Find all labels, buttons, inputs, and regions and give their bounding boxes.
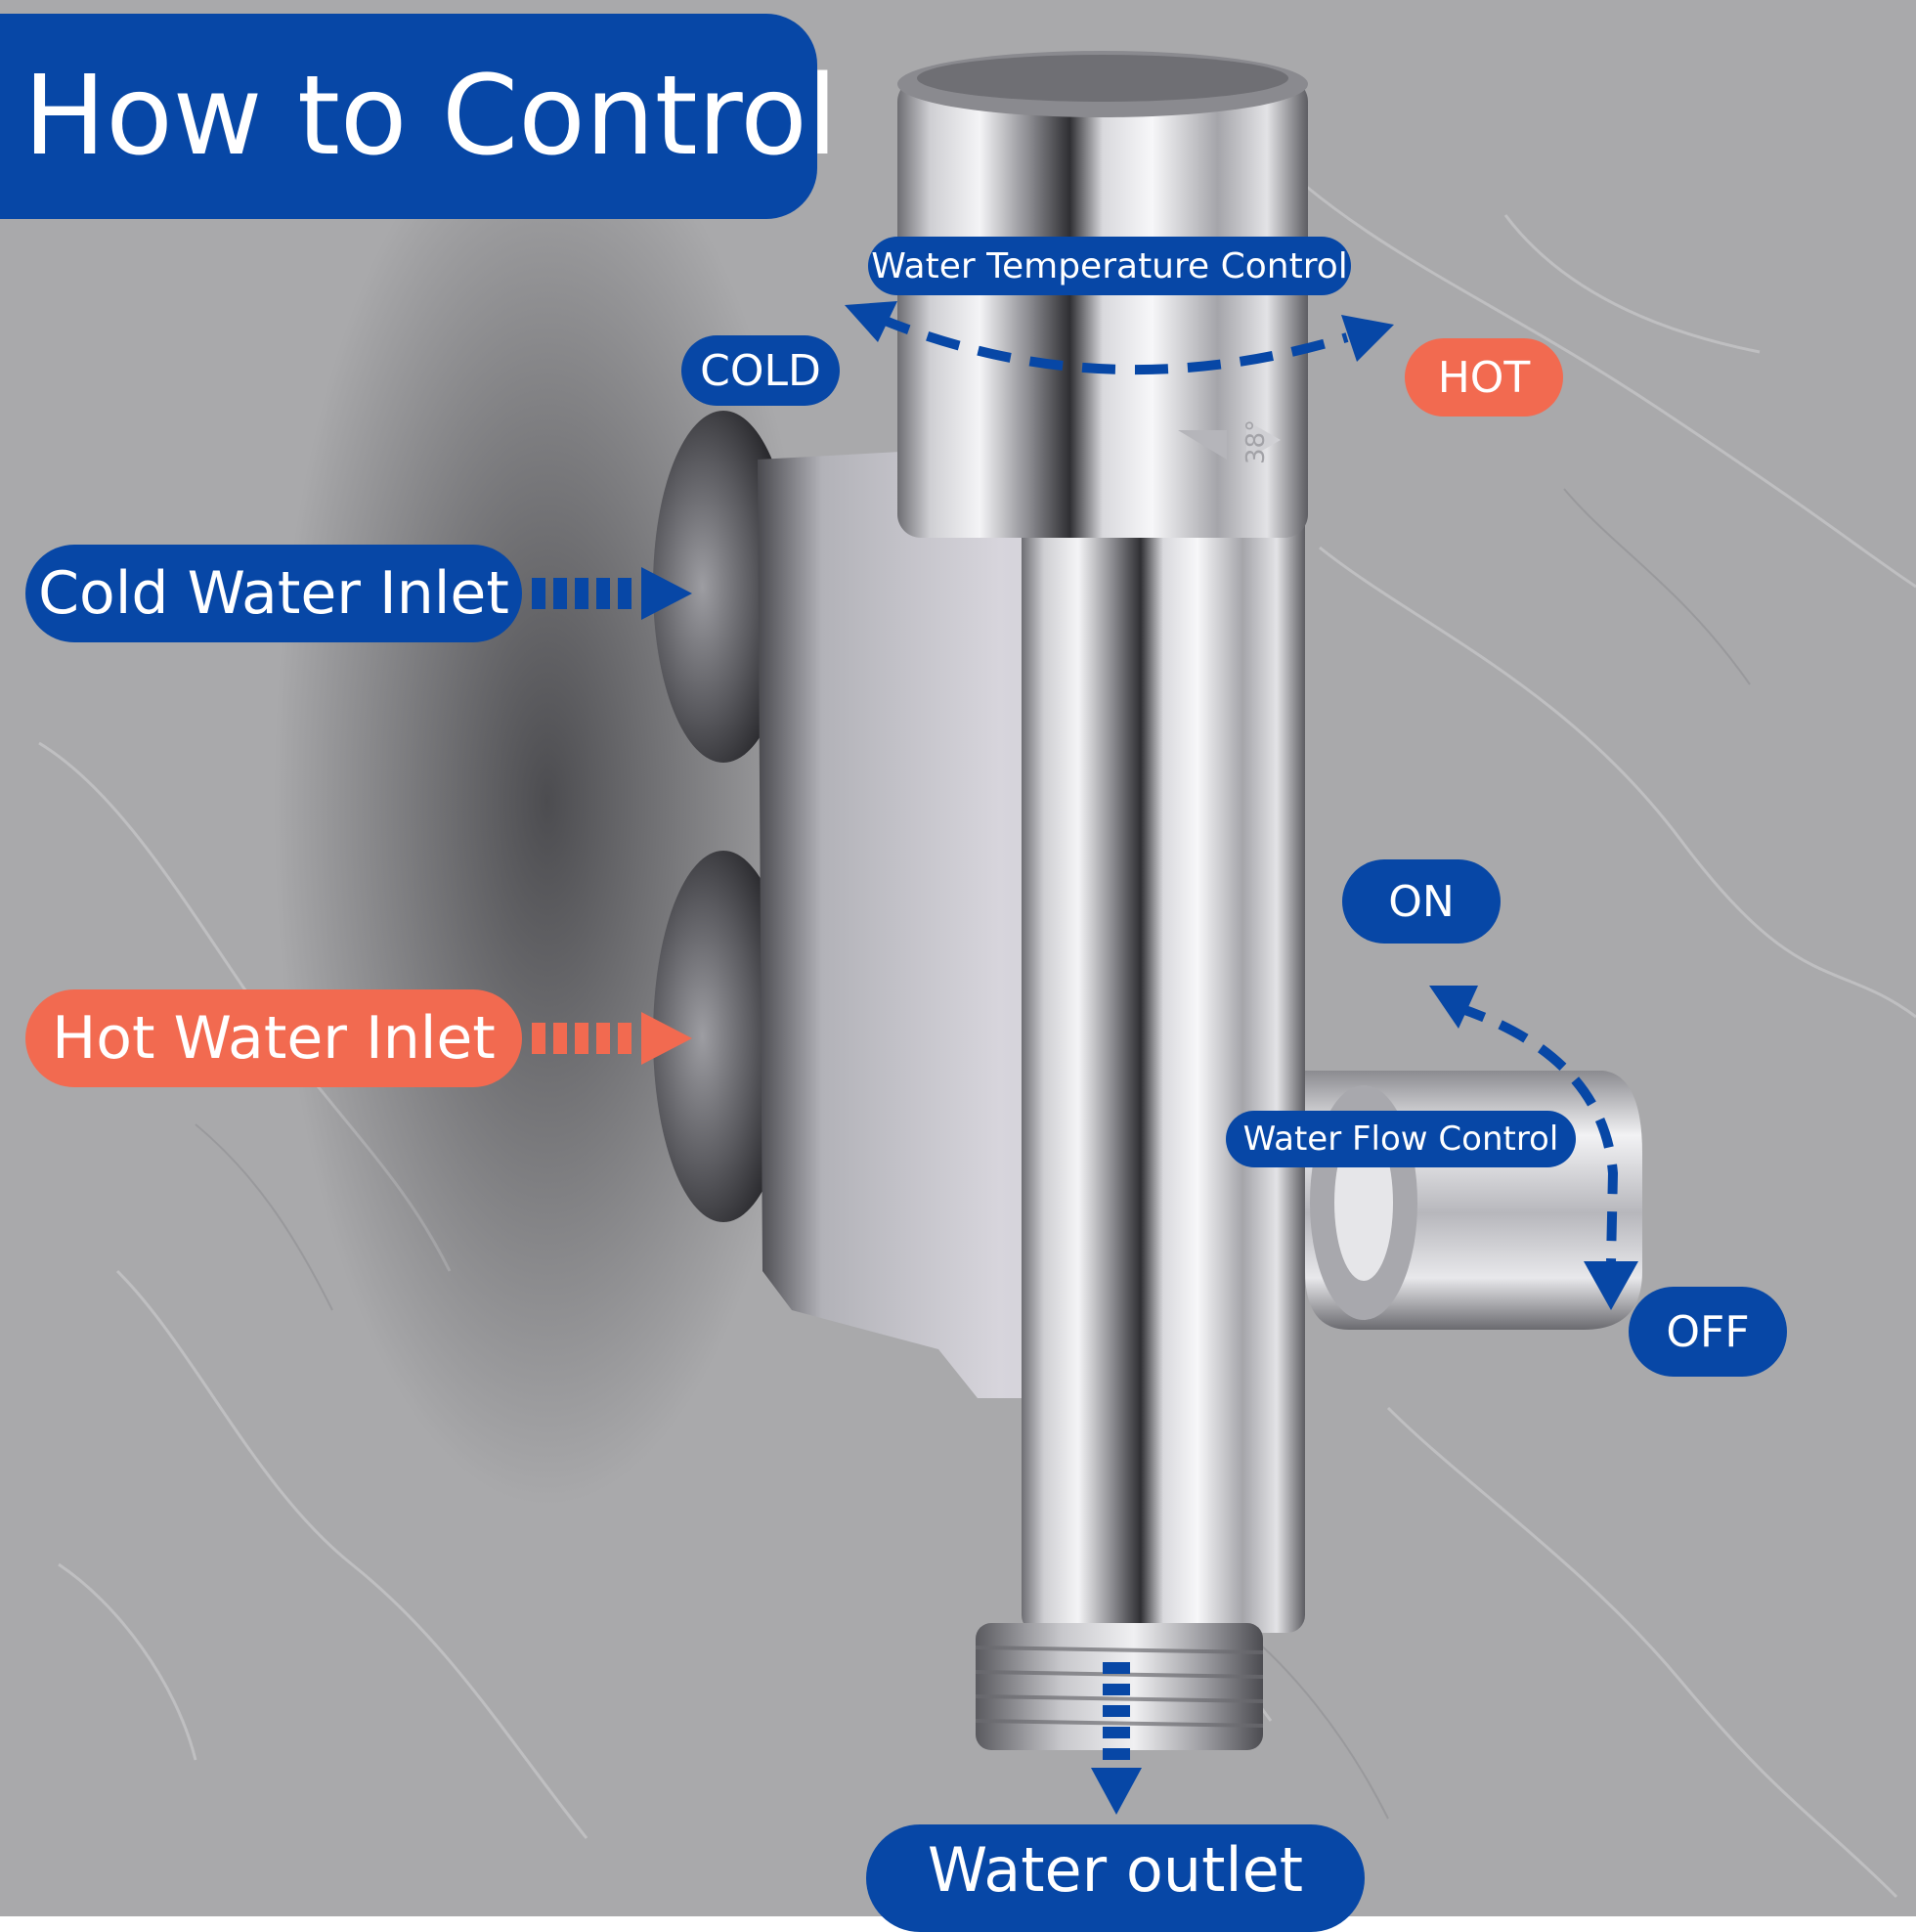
cold-badge: COLD: [681, 335, 840, 406]
valve-cylinder: [1022, 460, 1305, 1633]
temperature-control-label: Water Temperature Control: [868, 237, 1351, 295]
temperature-arc-arrow-icon: [845, 301, 1394, 375]
hot-water-inlet-label: Hot Water Inlet: [25, 989, 522, 1087]
outlet-arrow-icon: [1091, 1662, 1142, 1815]
hot-inlet-cap: [653, 851, 794, 1222]
hot-water-arrow-icon: [532, 1012, 692, 1065]
flow-arc-arrow-icon: [1429, 986, 1638, 1310]
hot-badge: HOT: [1405, 338, 1563, 417]
dial-marking: 38°: [1241, 419, 1271, 464]
water-flow-control-label: Water Flow Control: [1226, 1111, 1576, 1167]
temperature-knob: [897, 78, 1308, 538]
cold-water-inlet-label: Cold Water Inlet: [25, 545, 522, 642]
on-badge: ON: [1342, 859, 1501, 944]
temperature-scale-icon: [1178, 420, 1281, 460]
wall-shadow: [274, 98, 821, 1506]
water-outlet-label: Water outlet: [866, 1824, 1365, 1932]
off-badge: OFF: [1629, 1287, 1787, 1377]
cold-water-arrow-icon: [532, 567, 692, 620]
page-title: How to Control: [0, 14, 838, 219]
